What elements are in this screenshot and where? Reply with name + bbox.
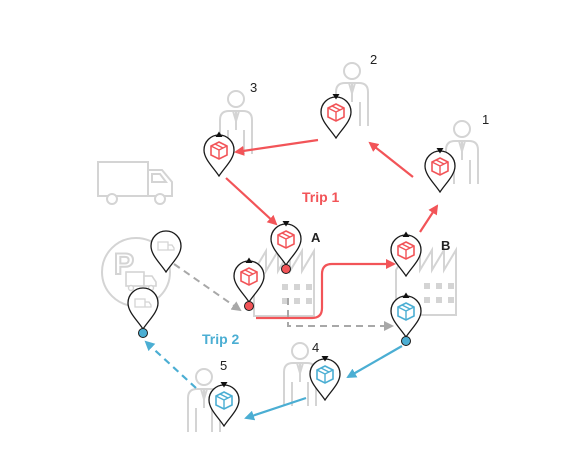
route-arrow <box>234 138 319 156</box>
map-pin-icon <box>150 230 182 274</box>
location-dot <box>138 328 148 338</box>
triangle-down-icon <box>436 148 444 154</box>
map-pin-icon <box>203 131 235 178</box>
map-pin-icon <box>390 292 422 346</box>
route-arrow <box>346 345 403 378</box>
route-arrow <box>256 259 396 320</box>
triangle-up-icon <box>402 292 410 298</box>
triangle-up-icon <box>215 131 223 137</box>
location-dot <box>401 336 411 346</box>
stop-label-2: 2 <box>370 52 377 67</box>
location-dot <box>244 301 254 311</box>
triangle-up-icon <box>402 231 410 237</box>
location-dot <box>281 264 291 274</box>
triangle-down-icon <box>282 221 290 227</box>
stop-label-4: 4 <box>312 340 319 355</box>
factory-label-b: B <box>441 238 450 253</box>
map-pin-icon <box>127 287 159 338</box>
route-arrow <box>368 141 414 178</box>
route-arrow-dashed <box>173 263 242 312</box>
triangle-down-icon <box>332 94 340 100</box>
route-arrow <box>244 396 307 421</box>
pin-layer <box>127 94 456 428</box>
trip1-label: Trip 1 <box>302 189 340 205</box>
trip2-label: Trip 2 <box>202 331 240 347</box>
map-pin-icon <box>270 221 302 274</box>
map-pin-icon <box>309 356 341 402</box>
stop-label-1: 1 <box>482 112 489 127</box>
triangle-down-icon <box>321 356 329 362</box>
triangle-up-icon <box>245 257 253 263</box>
truck-icon <box>125 271 157 292</box>
truck-icon <box>97 161 173 205</box>
route-arrow-dashed <box>144 340 197 389</box>
map-pin-icon <box>208 382 240 428</box>
route-arrow-dashed <box>287 298 394 331</box>
route-arrow <box>419 204 439 233</box>
map-pin-icon <box>424 148 456 194</box>
route-arrow <box>225 177 278 226</box>
map-pin-icon <box>320 94 352 140</box>
truck-icon <box>157 241 175 251</box>
stop-label-3: 3 <box>250 80 257 95</box>
factory-label-a: A <box>311 230 321 245</box>
truck-icon <box>134 298 152 308</box>
map-pin-icon <box>390 231 422 278</box>
triangle-down-icon <box>220 382 228 388</box>
stop-label-5: 5 <box>220 358 227 373</box>
map-pin-icon <box>233 257 265 311</box>
